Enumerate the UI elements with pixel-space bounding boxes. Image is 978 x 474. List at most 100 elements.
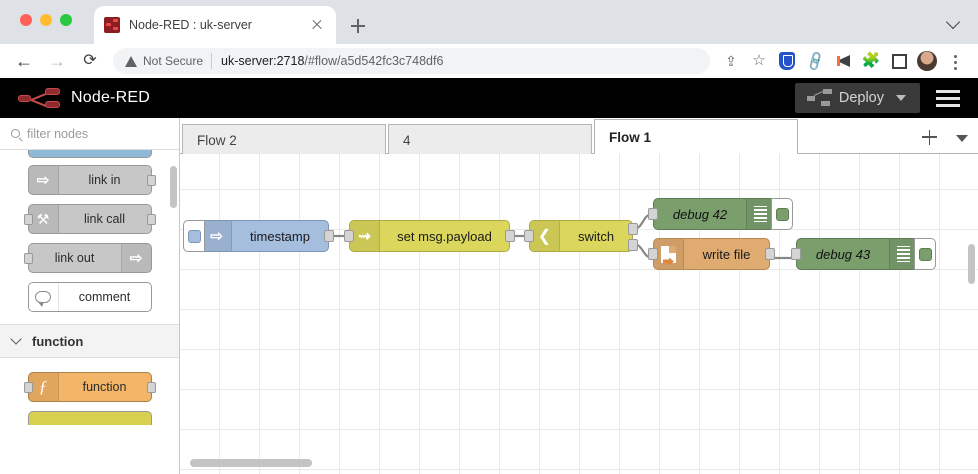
output-port[interactable] (146, 214, 156, 225)
nodered-header: Node-RED Deploy (0, 78, 978, 118)
link-arrow-icon: ⇨ (120, 244, 151, 272)
share-icon[interactable]: ⇪ (725, 53, 737, 69)
palette-scrollbar[interactable] (170, 166, 177, 208)
input-port[interactable] (524, 230, 534, 242)
node-red-logo-icon (18, 88, 62, 108)
palette-node-label: link out (54, 251, 95, 265)
link-icon[interactable]: 🔗 (803, 49, 827, 73)
palette-node-link-call[interactable]: ⚒ link call (23, 204, 156, 234)
caret-down-icon[interactable] (956, 134, 968, 142)
link-arrow-icon: ⇨ (28, 166, 59, 194)
output-port[interactable] (765, 248, 775, 260)
flow-wires (329, 212, 796, 260)
close-icon[interactable] (308, 16, 326, 34)
palette-node-label: comment (78, 290, 131, 304)
input-port[interactable] (23, 382, 33, 393)
canvas-horizontal-scrollbar[interactable] (190, 459, 312, 467)
output-port-2[interactable] (628, 239, 638, 251)
palette-category-label: function (32, 333, 84, 349)
flow-tab-label: Flow 1 (609, 129, 652, 145)
palette-node-partial-above[interactable] (27, 150, 152, 158)
canvas-vertical-scrollbar[interactable] (968, 244, 975, 284)
output-port-1[interactable] (628, 223, 638, 235)
kebab-menu-icon[interactable] (942, 48, 968, 74)
debug-lines-icon (746, 199, 774, 229)
flow-tab-flow-1[interactable]: Flow 1 (594, 119, 798, 154)
palette-node-function[interactable]: ƒ function (23, 372, 156, 402)
debug-toggle-button[interactable] (914, 238, 936, 270)
output-port[interactable] (505, 230, 515, 242)
filter-nodes-input[interactable]: filter nodes (27, 126, 89, 141)
flow-node-label: write file (702, 246, 751, 262)
flow-node-debug-43[interactable]: debug 43 (791, 238, 936, 270)
search-icon (11, 129, 20, 138)
shield-icon[interactable] (774, 48, 800, 74)
flow-tab-flow-2[interactable]: Flow 2 (182, 124, 386, 156)
comment-bubble-icon (28, 283, 59, 311)
new-tab-button[interactable] (344, 12, 372, 40)
palette-node-link-in[interactable]: ⇨ link in (27, 165, 156, 195)
output-port[interactable] (324, 230, 334, 242)
debug-toggle-button[interactable] (771, 198, 793, 230)
browser-tab[interactable]: Node-RED : uk-server (94, 6, 336, 44)
sidepanel-icon[interactable] (886, 48, 912, 74)
flow-tab-label: 4 (403, 133, 411, 148)
input-port[interactable] (648, 248, 658, 260)
input-port[interactable] (648, 208, 658, 220)
palette-node-partial-below[interactable] (27, 411, 152, 425)
flow-tabbar: Flow 2 4 Flow 1 (180, 118, 978, 156)
input-port[interactable] (791, 248, 801, 260)
deploy-button[interactable]: Deploy (794, 83, 920, 113)
flow-tab-label: Flow 2 (197, 133, 237, 148)
window-minimize-button[interactable] (40, 14, 52, 26)
output-port[interactable] (146, 175, 156, 186)
palette-scroll-area[interactable]: ⇨ link in ⚒ link call link out ⇨ comment (0, 150, 179, 474)
reload-icon[interactable]: ⟳ (83, 52, 97, 69)
flow-node-inject-timestamp[interactable]: ⇨ timestamp (183, 220, 334, 252)
flow-node-label: switch (577, 228, 615, 244)
flow-tab-4[interactable]: 4 (388, 124, 592, 156)
link-call-icon: ⚒ (28, 205, 59, 233)
address-bar[interactable]: Not Secure uk-server:2718/#flow/a5d542fc… (113, 48, 710, 74)
omnibox-divider (211, 53, 213, 69)
flow-node-debug-42[interactable]: debug 42 (648, 198, 793, 230)
chevron-down-icon[interactable] (946, 14, 962, 30)
star-icon[interactable]: ☆ (752, 52, 766, 69)
window-maximize-button[interactable] (60, 14, 72, 26)
megaphone-icon[interactable] (830, 48, 856, 74)
caret-down-icon[interactable] (896, 95, 906, 101)
output-port[interactable] (146, 382, 156, 393)
flow-node-change-set-payload[interactable]: ⇝ set msg.payload (344, 220, 515, 252)
window-traffic-lights (20, 14, 72, 26)
flow-node-switch[interactable]: ❮ switch (524, 220, 638, 252)
palette-node-comment[interactable]: comment (27, 282, 152, 312)
input-port[interactable] (23, 253, 33, 264)
puzzle-icon[interactable]: 🧩 (861, 52, 881, 69)
flow-node-label: debug 43 (815, 246, 871, 262)
palette-category-function[interactable]: function (0, 324, 179, 358)
window-close-button[interactable] (20, 14, 32, 26)
flow-node-write-file[interactable]: write file (648, 238, 775, 270)
input-port[interactable] (23, 214, 33, 225)
add-flow-button[interactable] (914, 124, 944, 150)
security-label: Not Secure (143, 54, 204, 68)
fx-icon: ƒ (28, 373, 59, 401)
browser-tab-title: Node-RED : uk-server (129, 18, 252, 32)
hamburger-menu-icon[interactable] (936, 90, 960, 107)
input-port[interactable] (344, 230, 354, 242)
back-arrow-icon[interactable]: ← (15, 51, 33, 71)
forward-arrow-icon[interactable]: → (48, 51, 66, 71)
palette-filter-row[interactable]: filter nodes (0, 118, 179, 150)
flow-node-label: set msg.payload (397, 228, 492, 244)
main-area: filter nodes ⇨ link in ⚒ link call link … (0, 118, 978, 474)
palette-node-label: link in (88, 173, 121, 187)
palette-node-link-out[interactable]: link out ⇨ (23, 243, 152, 273)
avatar[interactable] (914, 48, 940, 74)
inject-trigger-button[interactable] (183, 220, 205, 252)
url-path: /#flow/a5d542fc3c748df6 (304, 54, 444, 68)
address-bar-url: uk-server:2718/#flow/a5d542fc3c748df6 (221, 54, 443, 68)
nodered-brand-title: Node-RED (71, 89, 150, 106)
flow-canvas[interactable]: ⇨ timestamp ⇝ set msg.payload ❮ switch (180, 154, 978, 474)
palette-node-label: link call (84, 212, 125, 226)
url-host: uk-server:2718 (221, 54, 305, 68)
